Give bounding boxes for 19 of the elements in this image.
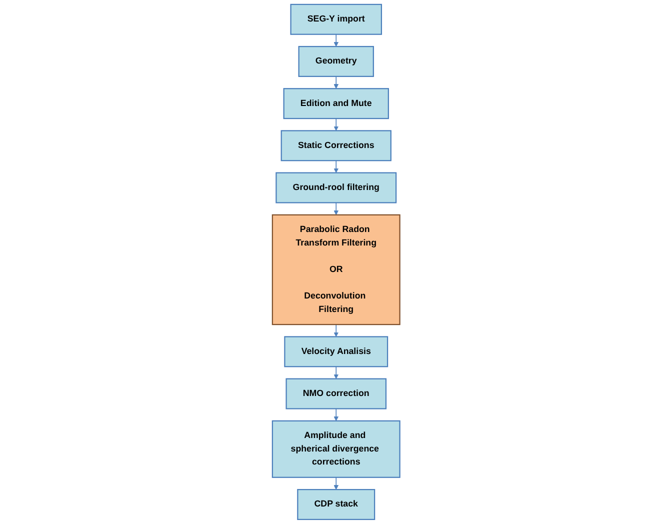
- node-box: Amplitude and spherical divergence corrections: [272, 420, 400, 478]
- arrow: [334, 477, 338, 490]
- arrow: [334, 202, 338, 216]
- node-box: Parabolic Radon Transform Filtering OR Deconvolution Filtering: [272, 214, 400, 326]
- node-box: Edition and Mute: [283, 88, 389, 120]
- node-box: SEG-Y import: [290, 4, 382, 35]
- node-box: Static Corrections: [280, 130, 392, 162]
- arrow: [334, 408, 338, 422]
- arrow: [334, 366, 338, 380]
- arrow: [334, 118, 338, 131]
- arrow: [334, 76, 338, 89]
- arrow: [334, 34, 338, 47]
- node-box: Velocity Analisis: [284, 336, 388, 368]
- node-box: NMO correction: [286, 378, 386, 410]
- node-box: Geometry: [298, 46, 374, 78]
- arrow: [334, 160, 338, 174]
- node-box: Ground-rool filtering: [276, 172, 396, 204]
- node-box: CDP stack: [296, 489, 375, 520]
- arrow: [334, 324, 338, 337]
